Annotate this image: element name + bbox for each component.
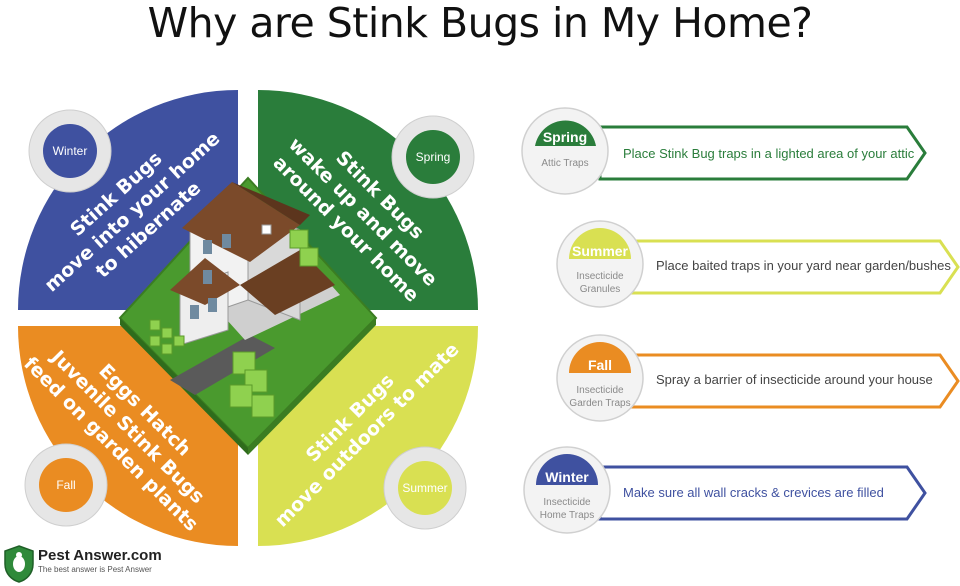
brand-logo[interactable]: Pest Answer.com The best answer is Pest … — [2, 544, 182, 584]
row-summer: Place baited traps in your yard near gar… — [556, 220, 960, 308]
svg-text:Home Traps: Home Traps — [540, 510, 594, 521]
svg-text:Granules: Granules — [580, 284, 621, 295]
svg-text:Fall: Fall — [588, 357, 612, 373]
winter-disc: Winter — [28, 109, 112, 193]
svg-text:Make sure all wall cracks & cr: Make sure all wall cracks & crevices are… — [623, 485, 884, 500]
svg-text:Summer: Summer — [402, 481, 447, 495]
page-title: Why are Stink Bugs in My Home? — [147, 0, 813, 47]
logo-name: Pest Answer.com — [38, 547, 162, 564]
svg-text:Spray a barrier of insecticide: Spray a barrier of insecticide around yo… — [656, 372, 933, 387]
spring-disc: Spring — [391, 115, 475, 199]
svg-text:Winter: Winter — [53, 144, 88, 158]
season-wheel: Stink Bugs move into your home to hibern… — [18, 90, 478, 546]
svg-text:Insecticide: Insecticide — [576, 271, 624, 282]
logo-tagline: The best answer is Pest Answer — [38, 565, 152, 574]
house-illustration — [118, 176, 378, 455]
svg-text:Spring: Spring — [543, 129, 587, 145]
summer-disc: Summer — [383, 446, 467, 530]
shield-icon — [4, 545, 34, 583]
svg-text:Spring: Spring — [416, 150, 451, 164]
svg-text:Place Stink Bug traps in a lig: Place Stink Bug traps in a lighted area … — [623, 146, 915, 161]
fall-disc: Fall — [24, 443, 108, 527]
svg-text:Place baited traps in your yar: Place baited traps in your yard near gar… — [656, 258, 951, 273]
row-spring: Place Stink Bug traps in a lighted area … — [521, 107, 927, 195]
svg-text:Attic Traps: Attic Traps — [541, 158, 588, 169]
svg-text:Insecticide: Insecticide — [576, 385, 624, 396]
svg-text:Winter: Winter — [545, 469, 589, 485]
svg-text:Summer: Summer — [572, 243, 629, 259]
row-fall: Spray a barrier of insecticide around yo… — [556, 334, 960, 422]
row-winter: Make sure all wall cracks & crevices are… — [523, 446, 927, 534]
svg-text:Fall: Fall — [56, 478, 75, 492]
svg-text:Garden Traps: Garden Traps — [569, 398, 630, 409]
svg-text:Insecticide: Insecticide — [543, 497, 591, 508]
